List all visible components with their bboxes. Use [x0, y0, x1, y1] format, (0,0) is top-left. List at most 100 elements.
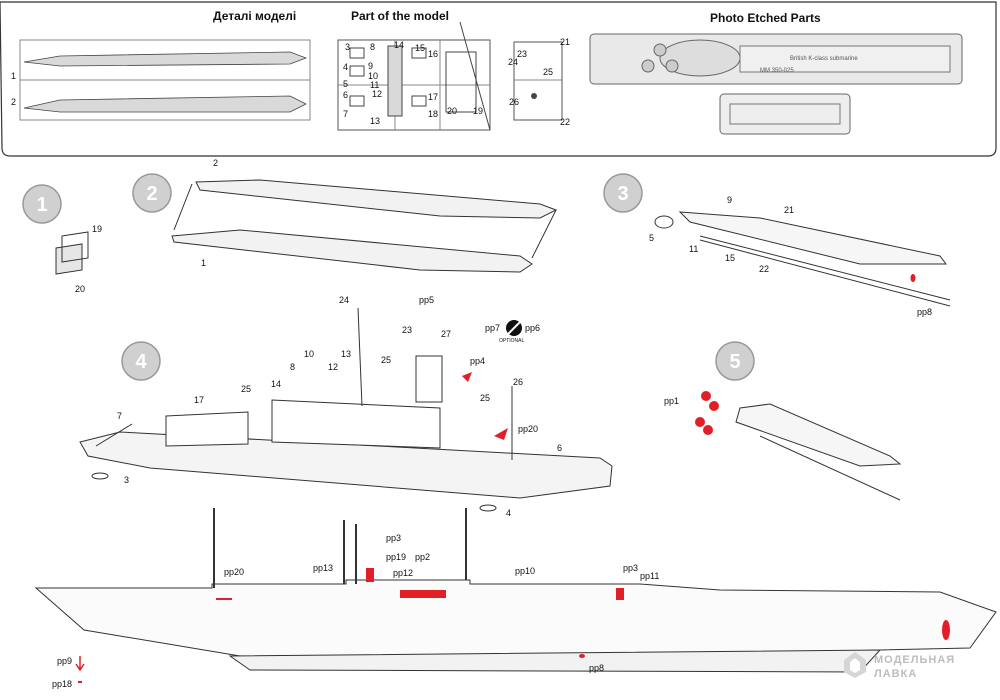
- svg-text:2: 2: [146, 183, 157, 205]
- step4-label-6: 6: [557, 443, 563, 453]
- final-label-pp20: pp20: [224, 567, 245, 577]
- step2-label-1: 1: [201, 258, 207, 268]
- sprue-part-15: 15: [415, 43, 426, 53]
- step4-label-27: 27: [441, 329, 452, 339]
- third-sprue: [513, 41, 563, 121]
- sprue-part-23: 23: [517, 49, 528, 59]
- sprue-part-21: 21: [560, 37, 571, 47]
- pe-fret-code: MM 350-025: [760, 68, 794, 74]
- step-1-marker: 1: [21, 183, 63, 225]
- step3-label-22: 22: [759, 264, 770, 274]
- sprue-part-26: 26: [509, 97, 520, 107]
- step3-stern: [654, 211, 951, 307]
- step3-label-9: 9: [727, 195, 733, 205]
- step4-label-8: 8: [290, 362, 296, 372]
- sprue-part-16: 16: [428, 49, 439, 59]
- sprue-part-14: 14: [394, 40, 405, 50]
- sprue-part-22: 22: [560, 117, 571, 127]
- hull-label-1: 1: [11, 71, 17, 81]
- step4-label-24: 24: [339, 295, 350, 305]
- step2-label-2: 2: [213, 158, 219, 168]
- step3-label-pp8: pp8: [917, 307, 933, 317]
- final-label-pp18: pp18: [52, 679, 73, 689]
- svg-text:5: 5: [729, 351, 740, 373]
- sprue-part-13: 13: [370, 116, 381, 126]
- step4-label-25a: 25: [381, 355, 392, 365]
- step4-label-10: 10: [304, 349, 315, 359]
- small-parts-sprue: [337, 21, 491, 131]
- sprue-part-4: 4: [343, 62, 349, 72]
- watermark-line1: МОДЕЛЬНАЯ: [874, 654, 956, 666]
- step-4-marker: 4: [120, 340, 162, 382]
- step4-label-4: 4: [506, 508, 512, 518]
- svg-text:1: 1: [36, 194, 47, 216]
- step5-label-pp1: pp1: [664, 396, 680, 406]
- final-label-pp19: pp19: [386, 552, 407, 562]
- step3-label-11: 11: [689, 244, 699, 254]
- step3-label-5: 5: [649, 233, 655, 243]
- sprue-part-6: 6: [343, 90, 349, 100]
- photo-etched-header: Photo Etched Parts: [710, 11, 821, 25]
- hull-label-2: 2: [11, 97, 17, 107]
- pe-fret-name: British K-class submarine: [790, 56, 858, 62]
- step4-label-7: 7: [117, 411, 123, 421]
- sprue-part-5: 5: [343, 79, 349, 89]
- parts-overview-panel: [0, 1, 997, 157]
- step4-assembly: [79, 307, 613, 512]
- assembly-drawings: [34, 179, 997, 683]
- step3-label-15: 15: [725, 253, 736, 263]
- sprue-part-11: 11: [370, 80, 380, 90]
- svg-text:4: 4: [135, 351, 147, 373]
- step4-label-pp7: pp7: [485, 323, 501, 333]
- final-label-pp12: pp12: [393, 568, 414, 578]
- parts-header-en: Part of the model: [351, 9, 450, 23]
- step-2-marker: 2: [131, 172, 173, 214]
- final-profile: [34, 508, 997, 683]
- sprue-part-24: 24: [508, 57, 519, 67]
- step3-label-21: 21: [784, 205, 795, 215]
- step4-label-17: 17: [194, 395, 205, 405]
- step4-label-25c: 25: [480, 393, 491, 403]
- step4-label-3: 3: [124, 475, 130, 485]
- svg-text:3: 3: [617, 183, 628, 205]
- sprue-part-20: 20: [447, 106, 458, 116]
- final-label-pp13: pp13: [313, 563, 334, 573]
- watermark-line2: ЛАВКА: [874, 668, 918, 680]
- sprue-part-17: 17: [428, 92, 439, 102]
- final-label-pp9: pp9: [57, 656, 73, 666]
- sprue-part-10: 10: [368, 71, 379, 81]
- step1-label-20: 20: [75, 284, 86, 294]
- sprue-part-19: 19: [473, 106, 484, 116]
- step1-label-19: 19: [92, 224, 103, 234]
- final-label-pp3a: pp3: [386, 533, 402, 543]
- watermark-emblem-icon: [844, 652, 866, 678]
- final-label-pp11: pp11: [640, 571, 660, 581]
- step4-label-pp20: pp20: [518, 424, 539, 434]
- sprue-part-8: 8: [370, 42, 376, 52]
- sprue-part-7: 7: [343, 109, 349, 119]
- watermark-logo: МОДЕЛЬНАЯ ЛАВКА: [842, 650, 972, 684]
- parts-header-ua: Деталі моделі: [213, 9, 297, 23]
- step4-label-pp5: pp5: [419, 295, 435, 305]
- step4-optional-label: OPTIONAL: [499, 338, 525, 344]
- step1-part: [55, 231, 89, 275]
- sprue-part-25: 25: [543, 67, 554, 77]
- final-label-pp8: pp8: [589, 663, 605, 673]
- step-5-marker: 5: [714, 340, 756, 382]
- step5-assembly: [695, 391, 902, 501]
- sprue-part-3: 3: [345, 42, 351, 52]
- step-3-marker: 3: [602, 172, 644, 214]
- step4-label-26: 26: [513, 377, 524, 387]
- step4-label-13: 13: [341, 349, 352, 359]
- sprue-part-9: 9: [368, 61, 374, 71]
- photo-etched-fret: [589, 33, 963, 135]
- final-label-pp2: pp2: [415, 552, 431, 562]
- final-label-pp3b: pp3: [623, 563, 639, 573]
- hull-sprue: [19, 39, 311, 121]
- step4-label-14: 14: [271, 379, 282, 389]
- step4-label-25b: 25: [241, 384, 252, 394]
- step4-label-12: 12: [328, 362, 339, 372]
- step4-label-23: 23: [402, 325, 413, 335]
- sprue-part-12: 12: [372, 89, 383, 99]
